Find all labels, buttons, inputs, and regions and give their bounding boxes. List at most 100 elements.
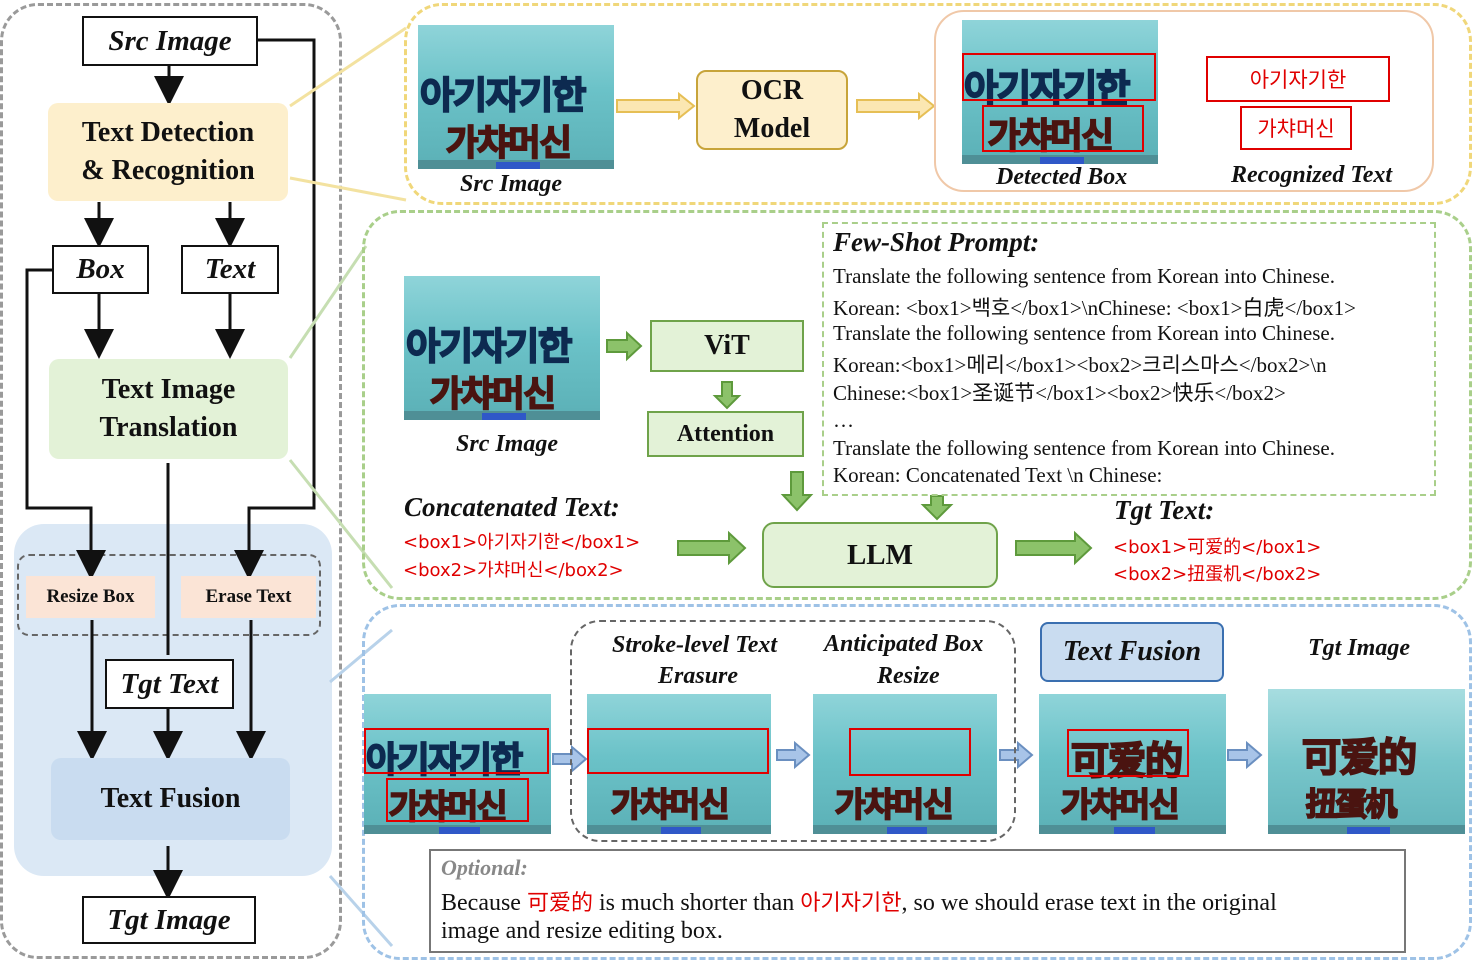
fusion-in-korean-line1: 아기자기한 [365,740,524,782]
recognized-text-caption: Recognized Text [1231,162,1393,188]
recognized-text-box-2: 가챠머신 [1240,106,1352,150]
concatenated-text-title: Concatenated Text: [404,492,620,522]
tgt-chinese-line1: 可爱的 [1301,735,1418,782]
recognized-text-line2: 가챠머신 [1257,117,1335,141]
ocr-model-line1: OCR [740,75,804,106]
left-src-image-box: Src Image [82,16,258,66]
detected-box-caption: Detected Box [996,164,1128,190]
prompt-line-4: Korean:<box1>메리</box1><box2>크리스마스</box2>… [833,353,1327,377]
text-detection-line1: Text Detection [81,117,255,148]
tgt-text-label: Tgt Text [120,667,219,700]
ocr-model-node: OCR Model [696,70,848,150]
left-tgt-image-box: Tgt Image [82,896,256,944]
anticipated-resize-caption-2: Resize [877,663,940,689]
few-shot-prompt-box [822,222,1436,496]
attention-node: Attention [647,411,804,457]
detected-box-2 [982,105,1144,152]
llm-label: LLM [846,538,914,571]
vit-label: ViT [704,330,750,361]
translation-src-image-caption: Src Image [456,431,558,457]
prompt-line-6: … [833,408,854,432]
text-output-label: Text [204,253,256,285]
attention-label: Attention [676,420,775,447]
vit-node: ViT [650,320,804,372]
fused-korean-line2: 가챠머신 [1060,784,1180,825]
text-image-translation-node: Text Image Translation [49,359,288,459]
translation-src-image: 아기자기한 가챠머신 [404,276,600,420]
erase-resize-group [570,620,1016,842]
tgt-text-line1: <box1>可爱的</box1> [1113,537,1322,558]
optional-line-1: Because 可爱的 is much shorter than 아기자기한, … [441,885,1277,917]
text-fusion-label: Text Fusion [100,783,241,814]
resized-box [849,728,971,776]
tgt-text-box: Tgt Text [105,659,234,709]
anticipated-resize-caption-1: Anticipated Box [824,631,984,657]
ocr-model-line2: Model [733,113,811,144]
optional-line-2: image and resize editing box. [441,918,723,944]
optional-text-3: , so we should erase text in the origina… [901,890,1277,916]
resized-korean-line2: 가챠머신 [834,784,954,825]
llm-node: LLM [762,522,998,588]
fused-image: 可爱的 가챠머신 [1039,694,1226,834]
optional-text-1: Because [441,890,527,916]
resized-box-image: 가챠머신 [813,694,997,834]
recognized-text-box-1: 아기자기한 [1206,56,1390,102]
detected-box-1 [962,53,1156,101]
left-pipeline-panel [0,3,342,959]
optional-title: Optional: [441,855,528,880]
erase-text-node: Erase Text [181,576,316,618]
trans-src-korean-line1: 아기자기한 [405,324,573,369]
text-detection-recognition-node: Text Detection & Recognition [48,103,288,201]
resize-box-node: Resize Box [26,576,155,618]
optional-red-chinese: 可爱的 [526,891,593,916]
fusion-in-box-1 [364,728,549,774]
erased-image: 가챠머신 [587,694,771,834]
detected-korean-line1: 아기자기한 [963,66,1131,111]
translation-panel [362,210,1472,600]
text-fusion-highlight-label: Text Fusion [1062,636,1202,667]
text-fusion-node: Text Fusion [51,758,290,840]
erased-korean-line2: 가챠머신 [610,784,730,825]
text-fusion-highlight: Text Fusion [1040,622,1224,682]
tgt-text-line2: <box2>扭蛋机</box2> [1113,564,1322,585]
prompt-line-7: Translate the following sentence from Ko… [833,436,1335,460]
ocr-src-image: 아기자기한 가챠머신 [418,25,614,169]
text-output-box: Text [181,245,279,294]
text-detection-line2: & Recognition [81,155,255,186]
fusion-panel [362,604,1472,960]
optional-note-box [429,849,1406,953]
fusion-input-image: 아기자기한 가챠머신 [364,694,551,834]
ocr-detected-image: 아기자기한 가챠머신 [962,20,1158,164]
prompt-line-8: Korean: Concatenated Text \n Chinese: [833,463,1163,487]
erased-box [587,728,769,774]
fusion-tgt-image-caption: Tgt Image [1308,635,1410,661]
trans-src-korean-line2: 가챠머신 [429,374,557,416]
ocr-src-korean-line1: 아기자기한 [419,73,587,118]
tgt-chinese-line2: 扭蛋机 [1305,786,1398,824]
concatenated-text-line2: <box2>가챠머신</box2> [403,560,624,581]
prompt-line-3: Translate the following sentence from Ko… [833,321,1335,345]
optional-red-korean: 아기자기한 [800,891,902,916]
few-shot-prompt-title: Few-Shot Prompt: [833,227,1040,257]
concatenated-text-line1: <box1>아기자기한</box1> [403,532,641,553]
prompt-line-2: Korean: <box1>백호</box1>\nChinese: <box1>… [833,296,1357,320]
ocr-panel [404,3,1472,205]
fusion-in-box-2 [386,778,529,822]
resize-box-label: Resize Box [46,586,135,607]
erase-text-label: Erase Text [205,586,292,607]
ocr-result-panel [934,10,1434,192]
translation-line2: Translation [99,412,238,443]
optional-text-2: is much shorter than [592,890,801,916]
ocr-src-korean-line2: 가챠머신 [445,123,573,165]
prompt-line-1: Translate the following sentence from Ko… [833,264,1335,288]
box-output-box: Box [52,245,149,294]
stroke-erasure-caption-2: Erasure [658,663,739,689]
prompt-line-5: Chinese:<box1>圣诞节</box1><box2>快乐</box2> [833,381,1286,405]
box-output-label: Box [76,253,125,285]
left-tgt-image-label: Tgt Image [107,903,231,936]
recognized-text-line1: 아기자기한 [1249,68,1347,92]
stroke-erasure-caption-1: Stroke-level Text [612,632,778,658]
fused-box [1067,729,1189,777]
ocr-src-image-caption: Src Image [460,171,562,197]
